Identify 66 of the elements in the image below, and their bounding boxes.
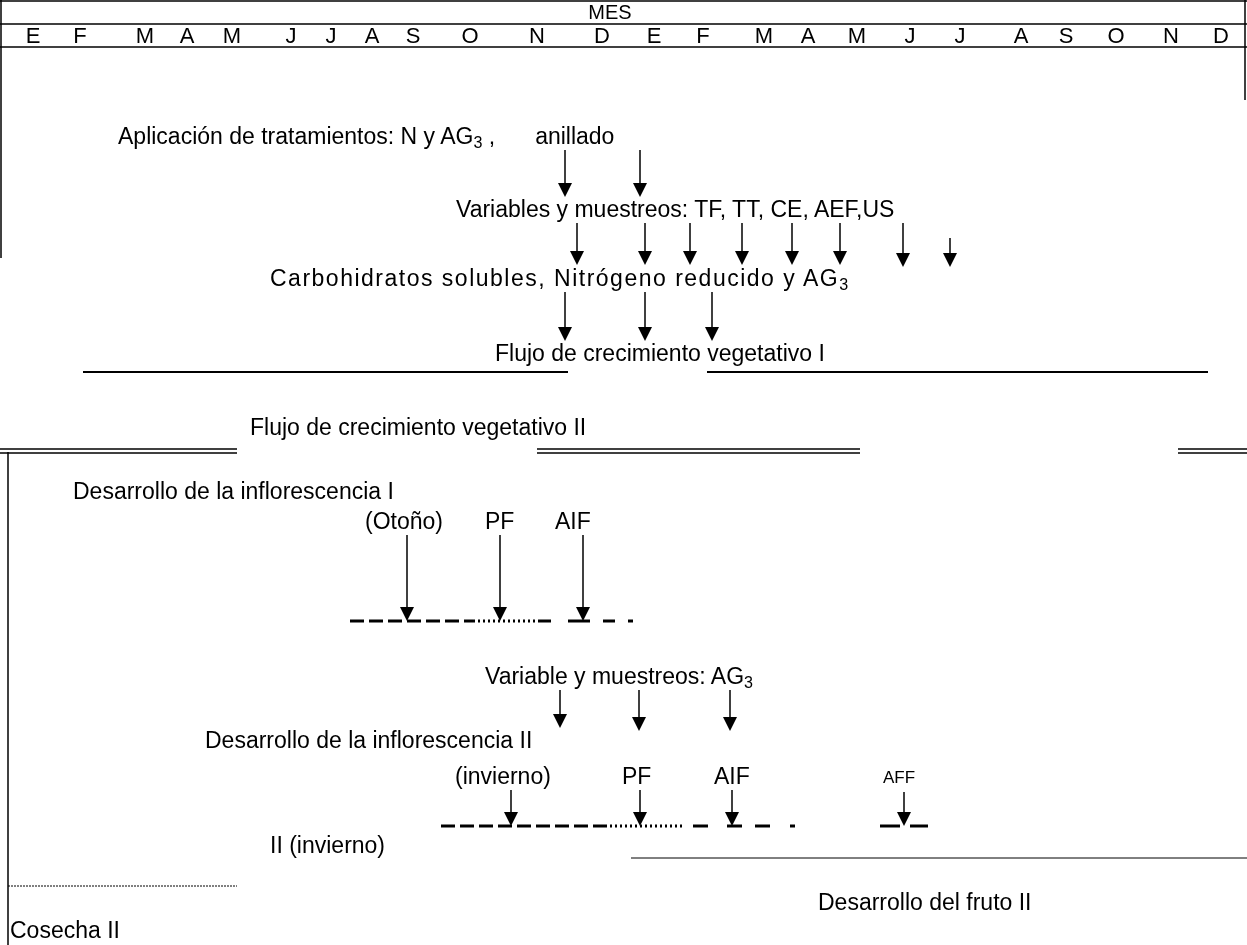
month-label: O [460, 24, 480, 47]
arrow [705, 291, 719, 341]
month-label: D [1212, 24, 1230, 47]
arrow [638, 291, 652, 341]
timeline-label: Desarrollo de la inflorescencia I [73, 477, 394, 505]
arrow [558, 291, 572, 341]
arrow [553, 689, 567, 728]
month-label: O [1106, 24, 1126, 47]
column-header: MES [587, 1, 633, 24]
arrow [785, 222, 799, 265]
month-label: E [645, 24, 663, 47]
timeline-label: Aplicación de tratamientos: N y AG$_{3}$ , [118, 123, 496, 149]
timeline-label: Cosecha II [10, 916, 120, 944]
month-label: J [903, 24, 917, 47]
arrow [632, 689, 646, 731]
month-label: A [1012, 24, 1030, 47]
month-label: J [284, 24, 298, 47]
timeline-label: PF [622, 763, 652, 789]
month-label: J [324, 24, 338, 47]
timeline-label: II (invierno) [270, 831, 386, 859]
month-label: M [753, 24, 775, 47]
arrow [897, 791, 911, 826]
arrow [400, 534, 414, 621]
arrow [735, 222, 749, 265]
timeline-label: Flujo de crecimiento vegetativo I [495, 340, 825, 366]
timeline-label: AIF [714, 763, 750, 789]
month-label: N [1162, 24, 1180, 47]
timeline-label: (Otoño) [365, 508, 443, 534]
month-label: S [404, 24, 422, 47]
timeline-label: Flujo de crecimiento vegetativo II [250, 413, 587, 441]
timeline-label: PF [485, 508, 515, 534]
arrow [576, 534, 590, 621]
month-label: M [134, 24, 156, 47]
month-label: N [528, 24, 546, 47]
month-label: J [953, 24, 967, 47]
month-label: A [363, 24, 381, 47]
timeline-label: AFF [883, 768, 916, 787]
month-label: D [593, 24, 611, 47]
timeline-label: (invierno) [455, 763, 551, 789]
arrow [570, 222, 584, 265]
arrow [896, 222, 910, 267]
arrow [558, 149, 572, 197]
timeline-label: Desarrollo de la inflorescencia II [205, 727, 533, 753]
month-label: S [1057, 24, 1075, 47]
arrow [493, 534, 507, 621]
timeline-label: Variables y muestreos: TF, TT, CE, AEF,US [456, 196, 895, 222]
arrow [725, 789, 739, 826]
arrow [723, 689, 737, 731]
month-label: E [24, 24, 42, 47]
month-label: M [846, 24, 868, 47]
month-label: A [799, 24, 817, 47]
timeline-label: Desarrollo del fruto II [818, 888, 1032, 916]
arrow [833, 222, 847, 265]
arrow [633, 149, 647, 197]
month-label: F [695, 24, 711, 47]
arrow [633, 789, 647, 826]
timeline-label: Carbohidratos solubles, Nitrógeno reducido y AG$_{3}$ [270, 265, 850, 291]
month-label: M [221, 24, 243, 47]
month-label: F [72, 24, 88, 47]
arrow [504, 789, 518, 826]
timeline-label: Variable y muestreos: AG$_{3}$ [485, 663, 754, 689]
timeline-label: AIF [555, 508, 591, 534]
arrow [683, 222, 697, 265]
month-label: A [178, 24, 196, 47]
arrow [638, 222, 652, 265]
timeline-label: anillado [535, 123, 615, 149]
